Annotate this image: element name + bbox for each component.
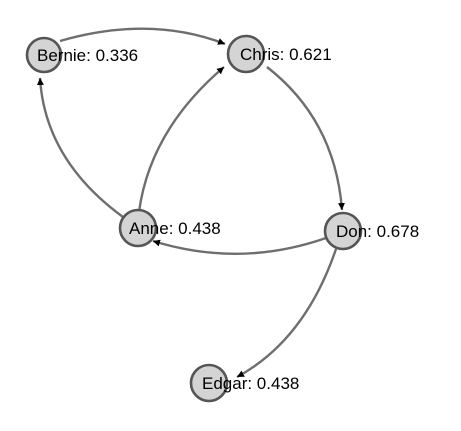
edge-don-anne [152,236,327,255]
node-chris-circle[interactable] [226,34,266,74]
node-anne-circle[interactable] [118,208,158,248]
node-edgar[interactable]: Edgar: 0.438 [189,363,299,403]
node-anne-label: Anne: 0.438 [129,219,221,238]
node-anne[interactable]: Anne: 0.438 [118,208,221,248]
edges [36,27,345,379]
edge-chris-don [266,66,345,211]
edge-don-edgar [236,248,338,379]
node-bernie-label: Bernie: 0.336 [37,46,138,65]
node-chris[interactable]: Chris: 0.621 [226,34,332,74]
node-don-label: Don: 0.678 [336,222,419,241]
node-bernie[interactable]: Bernie: 0.336 [25,36,138,74]
edge-anne-bernie [36,77,124,218]
node-bernie-circle[interactable] [25,36,63,74]
edge-anne-chris [137,66,225,213]
node-edgar-label: Edgar: 0.438 [202,374,299,393]
node-don-circle[interactable] [323,211,363,251]
node-chris-label: Chris: 0.621 [240,45,332,64]
node-edgar-circle[interactable] [189,363,229,403]
edge-bernie-chris [59,27,226,46]
node-don[interactable]: Don: 0.678 [323,211,419,251]
